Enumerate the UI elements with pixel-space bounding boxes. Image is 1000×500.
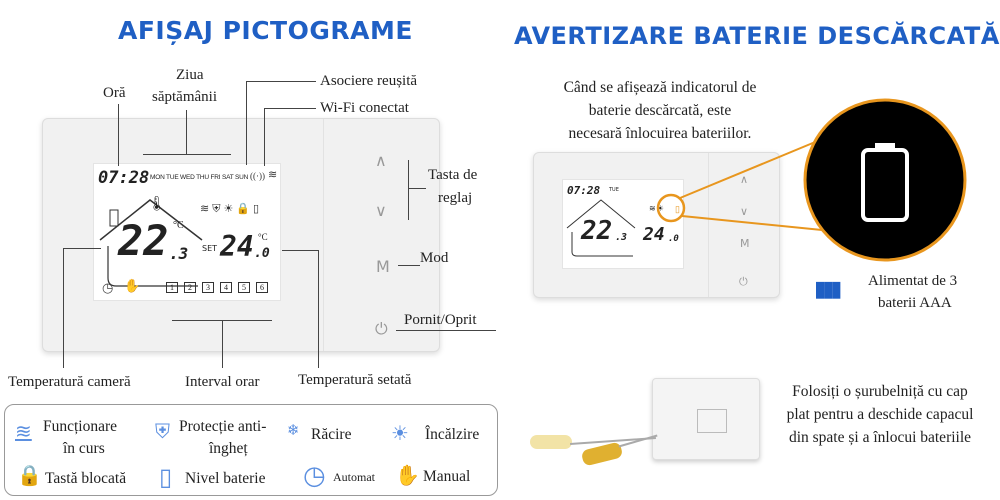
legend-label: Funcționare: [43, 418, 118, 435]
room-temp-decimal: .3: [169, 244, 189, 263]
power-label-1: Alimentat de 3: [868, 273, 958, 289]
legend-label: Tastă blocată: [45, 470, 127, 487]
battery-note-line: necesară înlocuirea bateriilor.: [568, 125, 752, 142]
legend-label: îngheț: [209, 440, 248, 457]
legend-label: Nivel baterie: [185, 470, 266, 487]
label-hour: Oră: [103, 85, 126, 101]
battery-note-line: baterie descărcată, este: [588, 102, 732, 119]
house-outline-icon: [99, 199, 203, 287]
label-wifi: Wi-Fi conectat: [320, 100, 409, 116]
wifi-icon: ≋: [268, 169, 278, 181]
screwdriver-icon: [530, 435, 572, 449]
legend-label: Încălzire: [425, 426, 480, 443]
lcd-day-small: TUE: [609, 187, 619, 193]
room-temp-unit: °C: [173, 220, 184, 231]
period-5: 5: [238, 282, 250, 293]
lcd-days: MON TUE WED THU FRI SAT SUN: [150, 174, 249, 181]
up-button-small[interactable]: ∧: [740, 173, 749, 186]
label-weekday-1: Ziua: [176, 67, 204, 83]
battery-zoom-callout: [656, 98, 967, 262]
set-temp-unit: °C: [258, 232, 268, 242]
legend-label: Automat: [333, 470, 375, 484]
battery-note-line: Când se afișează indicatorul de: [563, 79, 757, 96]
label-adjust-2: reglaj: [438, 190, 473, 206]
room-temp-small: 22: [581, 216, 613, 246]
label-interval: Interval orar: [185, 374, 260, 390]
thermostat-small: 07:28 TUE ≋☀ ▯ 22 .3 24 .0 ∧ ∨ M ⏻: [533, 152, 780, 298]
legend-label: în curs: [63, 440, 105, 457]
pairing-icon: ((·)): [250, 171, 265, 181]
label-mode: Mod: [420, 250, 449, 266]
battery-note: Când se afișează indicatorul de baterie …: [520, 76, 800, 145]
hand-icon: ✋: [395, 463, 420, 487]
set-label: SET: [202, 244, 218, 253]
power-label-2: baterii AAA: [878, 295, 952, 311]
mode-button-small[interactable]: M: [740, 237, 750, 250]
house-outline-icon: [566, 199, 636, 257]
label-pairing: Asociere reușită: [320, 73, 418, 89]
mode-button[interactable]: M: [376, 257, 390, 276]
aaa-batteries-icon: ▮▮▮: [814, 276, 842, 301]
label-set-temp: Temperatură setată: [298, 372, 412, 388]
period-4: 4: [220, 282, 232, 293]
room-temp-value: 22: [118, 216, 169, 265]
icon-legend: ≋ Funcționare în curs ⛨ Protecție anti- …: [4, 404, 498, 496]
power-button[interactable]: ⏻: [375, 319, 388, 338]
right-title: AVERTIZARE BATERIE DESCĂRCATĂ: [514, 22, 1000, 50]
legend-label: Răcire: [311, 426, 352, 443]
hand-icon: ✋: [124, 278, 141, 293]
low-battery-icon: ▯: [675, 204, 680, 214]
snowflake-icon: ❄: [287, 421, 300, 439]
up-button[interactable]: ∧: [375, 151, 387, 170]
label-weekday-2: săptămânii: [152, 89, 217, 105]
down-button[interactable]: ∨: [375, 201, 387, 220]
period-3: 3: [202, 282, 214, 293]
lcd-screen-small: 07:28 TUE ≋☀ ▯ 22 .3 24 .0: [562, 179, 684, 269]
set-temp-value: 24: [220, 230, 254, 263]
room-temp-decimal-small: .3: [615, 232, 628, 243]
screwdriver-icon: [580, 441, 624, 467]
period-icons: 1 2 3 4 5 6: [166, 282, 268, 293]
lcd-status-icons: ≋⛨☀🔒▯: [200, 203, 263, 215]
lcd-time-small: 07:28: [567, 184, 601, 197]
battery-icon: ▯: [159, 463, 173, 491]
screwdriver-note-line: plat pentru a deschide capacul: [786, 406, 974, 423]
label-adjust-1: Tasta de: [428, 167, 478, 183]
thermometer-icon: 🌡: [148, 197, 166, 212]
thermostat: 07:28 MON TUE WED THU FRI SAT SUN ((·)) …: [42, 118, 440, 352]
screwdriver-note-line: Folosiți o șurubelniță cu cap: [792, 383, 968, 400]
screwdriver-note: Folosiți o șurubelniță cu cap plat pentr…: [764, 380, 996, 449]
lcd-status-icons-small: ≋☀: [649, 204, 665, 213]
heating-waves-icon: ≋: [15, 419, 32, 443]
label-power: Pornit/Oprit: [404, 312, 477, 328]
legend-label: Protecție anti-: [179, 418, 267, 435]
period-1: 1: [166, 282, 178, 293]
sun-icon: ☀: [391, 421, 409, 445]
period-6: 6: [256, 282, 268, 293]
period-2: 2: [184, 282, 196, 293]
lcd-time: 07:28: [98, 168, 150, 188]
clock-icon: ◷: [102, 280, 114, 295]
power-button-small[interactable]: ⏻: [739, 275, 748, 288]
antifreeze-shield-icon: ⛨: [155, 419, 170, 443]
lock-icon: 🔒: [17, 463, 42, 487]
set-temp-small: 24: [643, 224, 665, 245]
legend-label: Manual: [423, 468, 471, 485]
lcd-screen: 07:28 MON TUE WED THU FRI SAT SUN ((·)) …: [93, 163, 281, 301]
clock-icon: ◷: [303, 461, 326, 491]
thermostat-back-image: [652, 378, 760, 460]
set-temp-decimal: .0: [254, 246, 270, 261]
set-temp-decimal-small: .0: [668, 234, 679, 244]
down-button-small[interactable]: ∨: [740, 205, 749, 218]
left-title: AFIȘAJ PICTOGRAME: [118, 16, 413, 45]
screwdriver-note-line: din spate și a înlocui bateriile: [788, 429, 972, 446]
label-room-temp: Temperatură cameră: [8, 374, 131, 390]
